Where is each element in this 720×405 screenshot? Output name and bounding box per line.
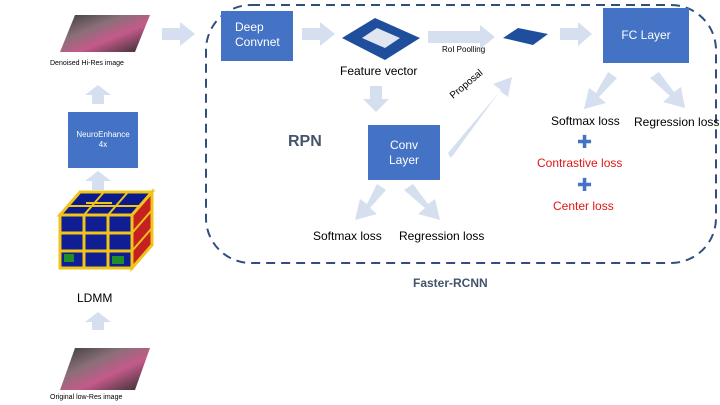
denoised-image-caption: Denoised Hi-Res image: [50, 60, 124, 67]
arrow-proposal: [445, 77, 512, 158]
original-image-caption: Original low-Res image: [50, 394, 123, 401]
fc-layer-box: FC Layer: [603, 8, 689, 63]
neuroenhance-label-line2: 4x: [98, 140, 108, 149]
roi-pooling-label: RoI Poolling: [442, 45, 486, 54]
fc-layer-label: FC Layer: [621, 28, 671, 42]
arrow-fc-to-regression: [650, 72, 685, 108]
deep-convnet-box: Deep Convnet: [221, 11, 293, 61]
arrow-neuroenhance-to-denoised: [85, 85, 111, 104]
ldmm-label: LDMM: [77, 291, 113, 305]
arrow-fc-to-softmax: [584, 72, 617, 109]
deep-convnet-label-line2: Convnet: [235, 35, 280, 49]
faster-rcnn-boundary: [205, 4, 717, 264]
plus-icon: ✚: [577, 175, 593, 195]
neuroenhance-label-line1: NeuroEnhance: [76, 130, 130, 139]
rpn-regression-loss-label: Regression loss: [399, 229, 485, 243]
arrow-feature-to-roi: [428, 25, 495, 49]
arrow-feature-to-conv: [363, 86, 389, 112]
conv-layer-label-line2: Layer: [388, 152, 420, 167]
arrow-conv-to-rpn-regression: [404, 184, 440, 220]
rpn-softmax-loss-label: Softmax loss: [313, 229, 382, 243]
roi-pooled-icon: [503, 28, 548, 45]
arrows: [85, 22, 685, 330]
ldmm-grid-icon: [56, 187, 156, 273]
conv-layer-label-line1: Conv: [389, 137, 418, 152]
head-softmax-loss-label: Softmax loss: [551, 114, 620, 128]
plus-icon: ✚: [577, 132, 593, 152]
center-loss-label: Center loss: [553, 199, 614, 213]
feature-vector-icon: [342, 18, 420, 60]
original-lowres-image: [60, 348, 150, 390]
deep-convnet-label-line1: Deep: [235, 20, 264, 34]
neuroenhance-box: NeuroEnhance 4x: [68, 112, 138, 168]
arrow-ldmm-to-neuroenhance: [85, 171, 111, 190]
rpn-title: RPN: [288, 133, 322, 150]
contrastive-loss-label: Contrastive loss: [537, 156, 623, 170]
head-regression-loss-label: Regression loss: [634, 115, 720, 129]
denoised-hires-image: [60, 15, 150, 52]
arrow-conv-to-rpn-softmax: [355, 184, 386, 220]
arrow-original-to-ldmm: [85, 312, 111, 330]
feature-vector-label: Feature vector: [340, 64, 418, 78]
faster-rcnn-title: Faster-RCNN: [413, 276, 488, 290]
conv-layer-box: Conv Layer: [368, 125, 440, 180]
arrow-roi-to-fc: [560, 22, 592, 46]
arrow-convnet-to-feature: [302, 22, 335, 46]
arrow-denoised-to-convnet: [162, 22, 195, 46]
